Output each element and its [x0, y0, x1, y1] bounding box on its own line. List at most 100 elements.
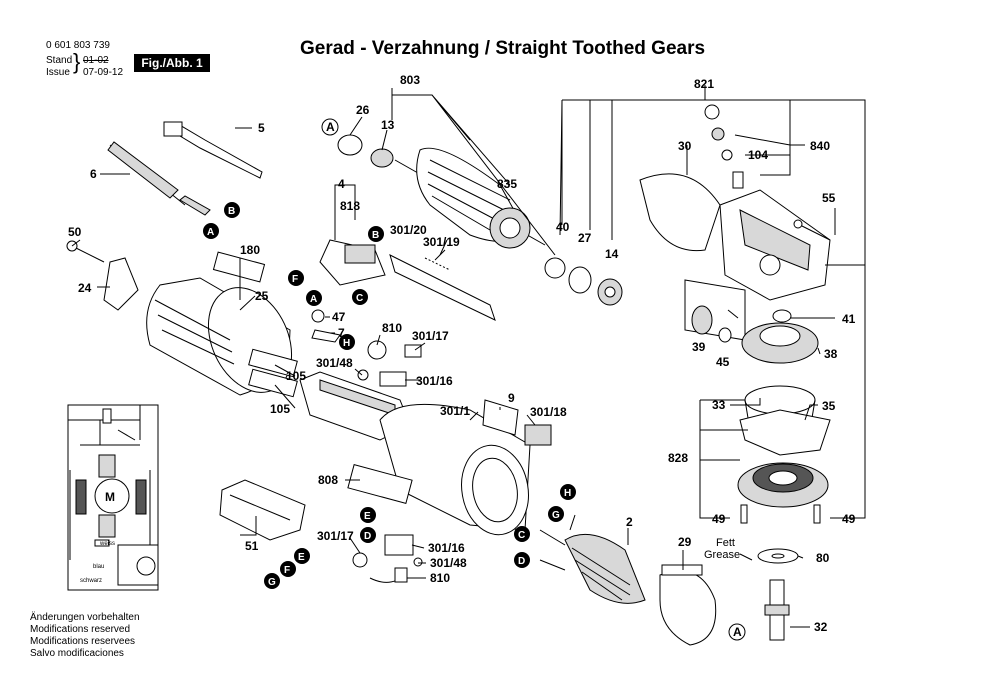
callout-labels: 5 6 4 818 50 24 180 25 105 105 47 7 810 … [68, 73, 856, 634]
callout-41: 41 [842, 312, 856, 326]
svg-text:D: D [364, 531, 371, 542]
screw-301-48b [413, 557, 423, 567]
motor-symbol [94, 478, 130, 514]
callout-50: 50 [68, 225, 82, 239]
issue-date: 07-09-12 [83, 67, 124, 78]
brush-left [75, 479, 87, 515]
svg-text:G: G [552, 510, 560, 521]
callout-32: 32 [814, 620, 828, 634]
washer-80 [757, 548, 799, 564]
connector-B-1: B [224, 202, 240, 218]
svg-text:H: H [564, 488, 571, 499]
page-title: Gerad - Verzahnung / Straight Toothed Ge… [300, 38, 706, 59]
guard-29 [659, 570, 717, 646]
svg-text:A: A [733, 625, 742, 639]
callout-47: 47 [332, 310, 346, 324]
callout-38: 38 [824, 347, 838, 361]
svg-text:H: H [343, 338, 350, 349]
svg-text:F: F [284, 565, 290, 576]
ring-27 [568, 266, 592, 294]
gear-housing [347, 399, 552, 536]
schematic-frame [67, 404, 159, 591]
part-301-16a [379, 371, 407, 387]
screw-55 [793, 219, 803, 229]
callout-810b: 810 [430, 571, 450, 585]
label-180 [212, 251, 266, 283]
svg-text:A: A [310, 294, 317, 305]
callout-810a: 810 [382, 321, 402, 335]
connector-markers: A B A B F A C H H G C D E D E F G A [203, 118, 746, 641]
part-301-17a [404, 344, 422, 358]
screw-49a [740, 504, 748, 524]
bracket-24 [66, 240, 139, 311]
slide-301-20 [389, 254, 496, 321]
cap-821 [704, 104, 720, 120]
field-coil-bottom [98, 514, 116, 538]
callout-835: 835 [497, 177, 517, 191]
header-brace: } [73, 49, 81, 74]
connector-G-1: G [548, 506, 564, 522]
oring-104 [721, 149, 733, 161]
bearing-41 [772, 309, 792, 323]
callout-2: 2 [626, 515, 633, 529]
label-9 [482, 399, 519, 436]
part-810b [394, 567, 408, 583]
plug-symbol [117, 544, 159, 586]
grease-label: Grease [704, 549, 740, 561]
note-es: Salvo modificaciones [30, 648, 124, 659]
callout-25: 25 [255, 289, 269, 303]
callout-4: 4 [338, 177, 345, 191]
callout-301-19: 301/19 [423, 235, 460, 249]
screw-301-48a [357, 369, 369, 381]
connector-A-3: A [306, 290, 322, 306]
callout-26: 26 [356, 103, 370, 117]
connector-E-2: E [294, 548, 310, 564]
callout-45: 45 [716, 355, 730, 369]
connector-C-1: C [352, 289, 368, 305]
label-105b [248, 368, 298, 398]
callout-104: 104 [748, 148, 768, 162]
connector-F-2: F [280, 561, 296, 577]
callout-301-1: 301/1 [440, 404, 470, 418]
connector-F-1: F [288, 270, 304, 286]
spring-821 [711, 127, 725, 141]
callout-301-20: 301/20 [390, 223, 427, 237]
callout-51: 51 [245, 539, 259, 553]
connector-A-2: A [203, 223, 219, 239]
callout-180: 180 [240, 243, 260, 257]
motor-housing-cover [146, 251, 298, 398]
svg-text:F: F [292, 274, 298, 285]
callout-840: 840 [810, 139, 830, 153]
callout-35: 35 [822, 399, 836, 413]
connector-H-2: H [560, 484, 576, 500]
wire-schwarz: schwarz [80, 578, 102, 584]
armature [337, 134, 546, 249]
callout-301-48a: 301/48 [316, 356, 353, 370]
callout-27: 27 [578, 231, 592, 245]
plate-35 [739, 409, 831, 456]
nut-45 [718, 327, 732, 343]
cap-51 [219, 479, 306, 541]
wire-weiss: weiss [99, 541, 115, 547]
callout-301-17a: 301/17 [412, 329, 449, 343]
switch-carrier [299, 239, 496, 441]
callout-828: 828 [668, 451, 688, 465]
svg-text:E: E [298, 552, 305, 563]
stand-value: 01-02 [83, 55, 109, 66]
motor-label: M [105, 490, 115, 504]
svg-text:A: A [326, 120, 335, 134]
screw-49b [813, 504, 821, 524]
gear-head [639, 104, 831, 301]
issue-label: Issue [46, 67, 70, 78]
callout-818: 818 [340, 199, 360, 213]
svg-text:C: C [356, 293, 363, 304]
cable-protector-6 [107, 141, 179, 199]
lower-parts [564, 533, 799, 646]
callout-301-48b: 301/48 [430, 556, 467, 570]
note-de: Änderungen vorbehalten [30, 612, 140, 623]
plug-cable-5 [169, 123, 263, 179]
svg-text:A: A [207, 227, 214, 238]
pinion-39 [691, 305, 713, 335]
field-coil-top [98, 454, 116, 478]
